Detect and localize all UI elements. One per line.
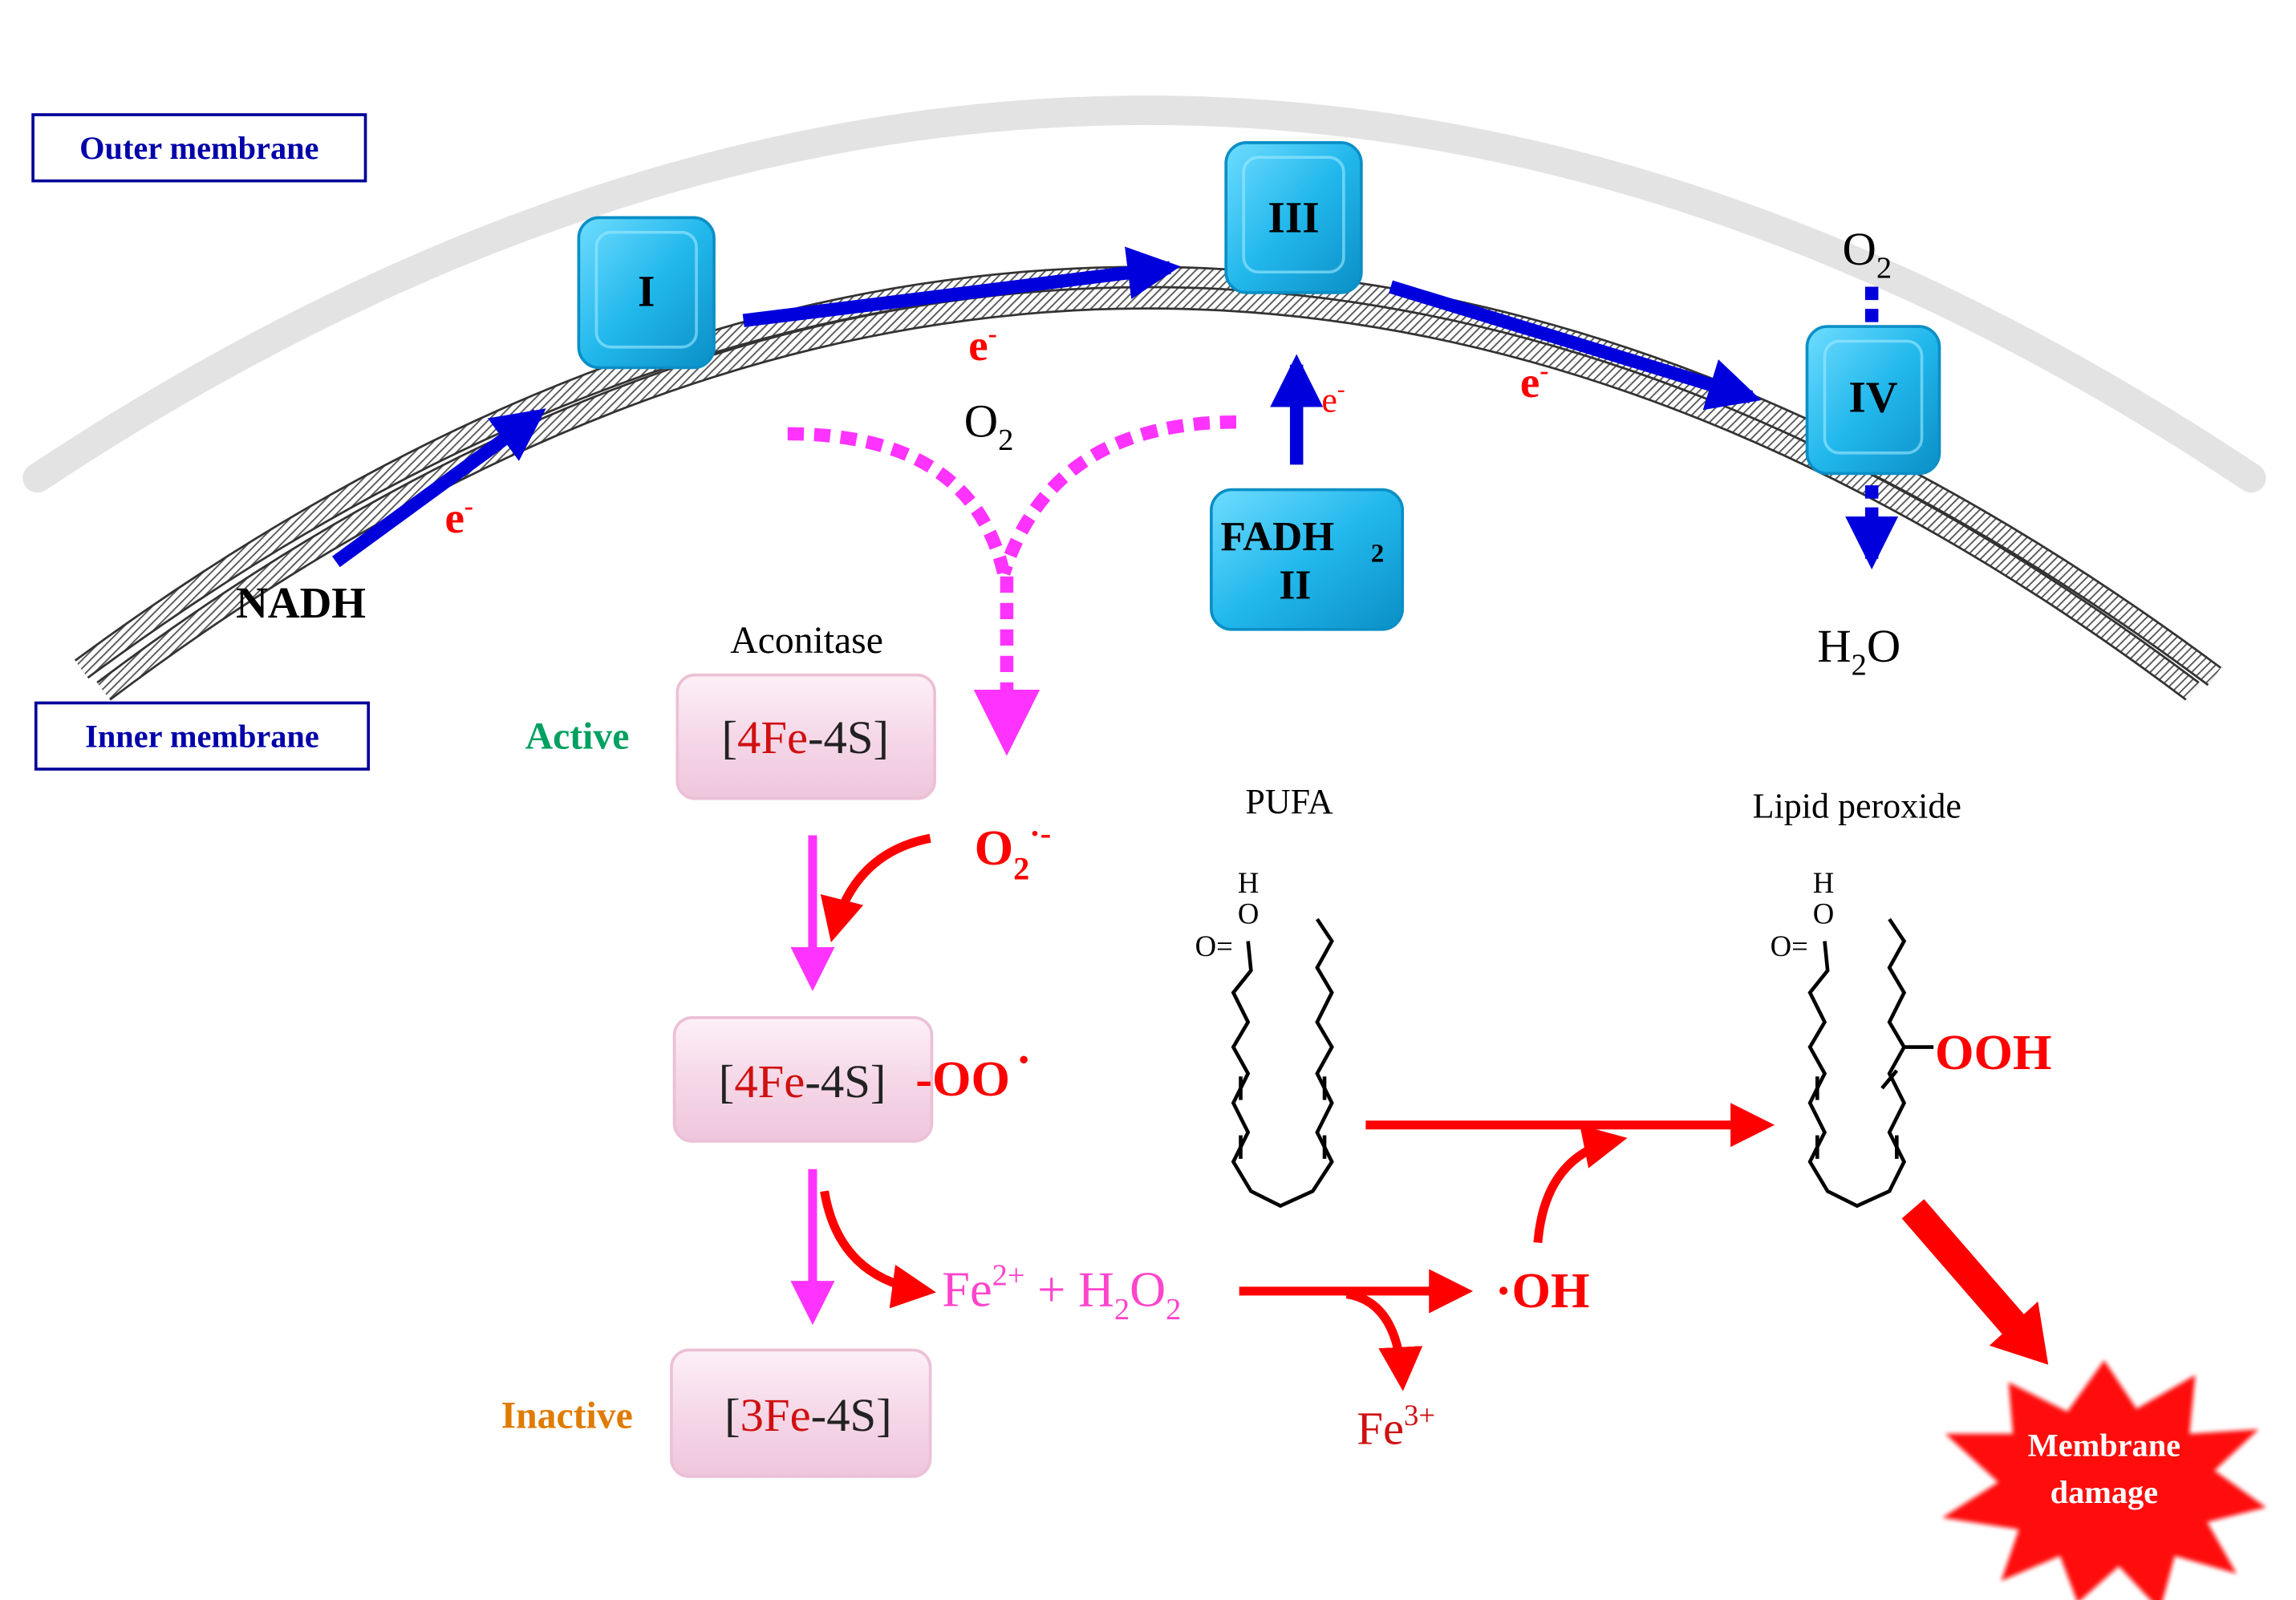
peroxyl-label: -OO· <box>915 1033 1032 1107</box>
lipid-peroxide-title: Lipid peroxide <box>1753 787 1961 826</box>
complex-ii-fadh2: FADH 2 II <box>1210 488 1405 631</box>
svg-text:FADH: FADH <box>1221 514 1335 560</box>
svg-text:O=: O= <box>1195 930 1233 962</box>
pufa-title: PUFA <box>1245 782 1333 821</box>
red-reaction-arrows <box>820 833 1775 1391</box>
svg-text:III: III <box>1268 193 1319 242</box>
aconitase-peroxyl-box: [4Fe-4S] <box>672 1016 934 1143</box>
electron-flow-arrows <box>331 246 1899 569</box>
outer-membrane-label: Outer membrane <box>31 113 367 183</box>
svg-text:II: II <box>1279 562 1311 608</box>
inner-membrane-label: Inner membrane <box>34 701 371 771</box>
svg-text:Outer membrane: Outer membrane <box>79 130 318 166</box>
svg-text:damage: damage <box>2051 1474 2158 1510</box>
superoxide-attack-arrow <box>820 833 931 943</box>
svg-text:Inner membrane: Inner membrane <box>85 718 319 754</box>
svg-text:e-: e- <box>968 320 996 370</box>
svg-text:O: O <box>1238 897 1259 930</box>
electron-leak-dotted-lines <box>787 415 1237 756</box>
inactive-state-label: Inactive <box>501 1395 633 1436</box>
outer-membrane-arc <box>22 95 2266 493</box>
svg-text:H: H <box>1813 866 1834 899</box>
lipid-peroxide-atoms: H O O= <box>1771 866 1835 962</box>
svg-text:[4Fe-4S]: [4Fe-4S] <box>721 711 889 764</box>
hydroxyl-radical-label: ·OH <box>1495 1263 1590 1318</box>
svg-text:I: I <box>638 266 655 315</box>
svg-text:IV: IV <box>1848 372 1897 421</box>
peroxide-to-damage-arrow <box>1901 1199 2049 1365</box>
aconitase-active-box: [4Fe-4S] <box>675 673 936 800</box>
pufa-atoms: H O O= <box>1195 866 1260 962</box>
svg-text:Membrane: Membrane <box>2028 1427 2180 1463</box>
membrane-damage-burst: Membrane damage <box>1942 1360 2266 1600</box>
pufa-structure <box>1231 917 1334 1209</box>
aconitase-title: Aconitase <box>730 620 883 662</box>
svg-text:2: 2 <box>1371 539 1385 568</box>
aconitase-inactive-box: [3Fe-4S] <box>670 1348 932 1478</box>
h2o-label: H2O <box>1817 620 1900 683</box>
o2-label-right: O2 <box>1842 223 1892 286</box>
oh-to-pufa-arrow <box>1533 1124 1628 1243</box>
superoxide-label: O2·- <box>975 816 1052 887</box>
active-state-label: Active <box>525 715 630 757</box>
fe2-h2o2-label: Fe2+ + H2O2 <box>942 1259 1181 1327</box>
nadh-label: NADH <box>236 578 366 627</box>
electron-labels: e- e- e- e- <box>445 320 1549 542</box>
svg-text:[4Fe-4S]: [4Fe-4S] <box>719 1055 886 1108</box>
svg-text:e-: e- <box>1520 357 1548 407</box>
complex-i-to-iii-arrow <box>742 246 1181 327</box>
nadh-to-complex-i-arrow <box>331 408 546 568</box>
o2-label-left: O2 <box>964 395 1014 458</box>
lipid-peroxide-structure <box>1807 917 1934 1209</box>
complex-i: I <box>577 216 716 370</box>
svg-text:[3Fe-4S]: [3Fe-4S] <box>724 1389 892 1441</box>
release-fe-h2o2-arrow <box>820 1190 936 1309</box>
svg-text:e-: e- <box>1321 377 1345 419</box>
svg-text:e-: e- <box>445 492 473 542</box>
fe3-label: Fe3+ <box>1357 1399 1435 1455</box>
svg-text:O=: O= <box>1771 930 1808 962</box>
hydroperoxide-label: OOH <box>1935 1025 2051 1080</box>
complex-iii-to-iv-arrow <box>1389 280 1762 411</box>
svg-text:O: O <box>1813 897 1834 930</box>
fe3-release-arrow <box>1345 1290 1423 1391</box>
complex-iv: IV <box>1805 325 1941 476</box>
svg-text:H: H <box>1238 866 1259 899</box>
complex-iii: III <box>1224 141 1363 294</box>
